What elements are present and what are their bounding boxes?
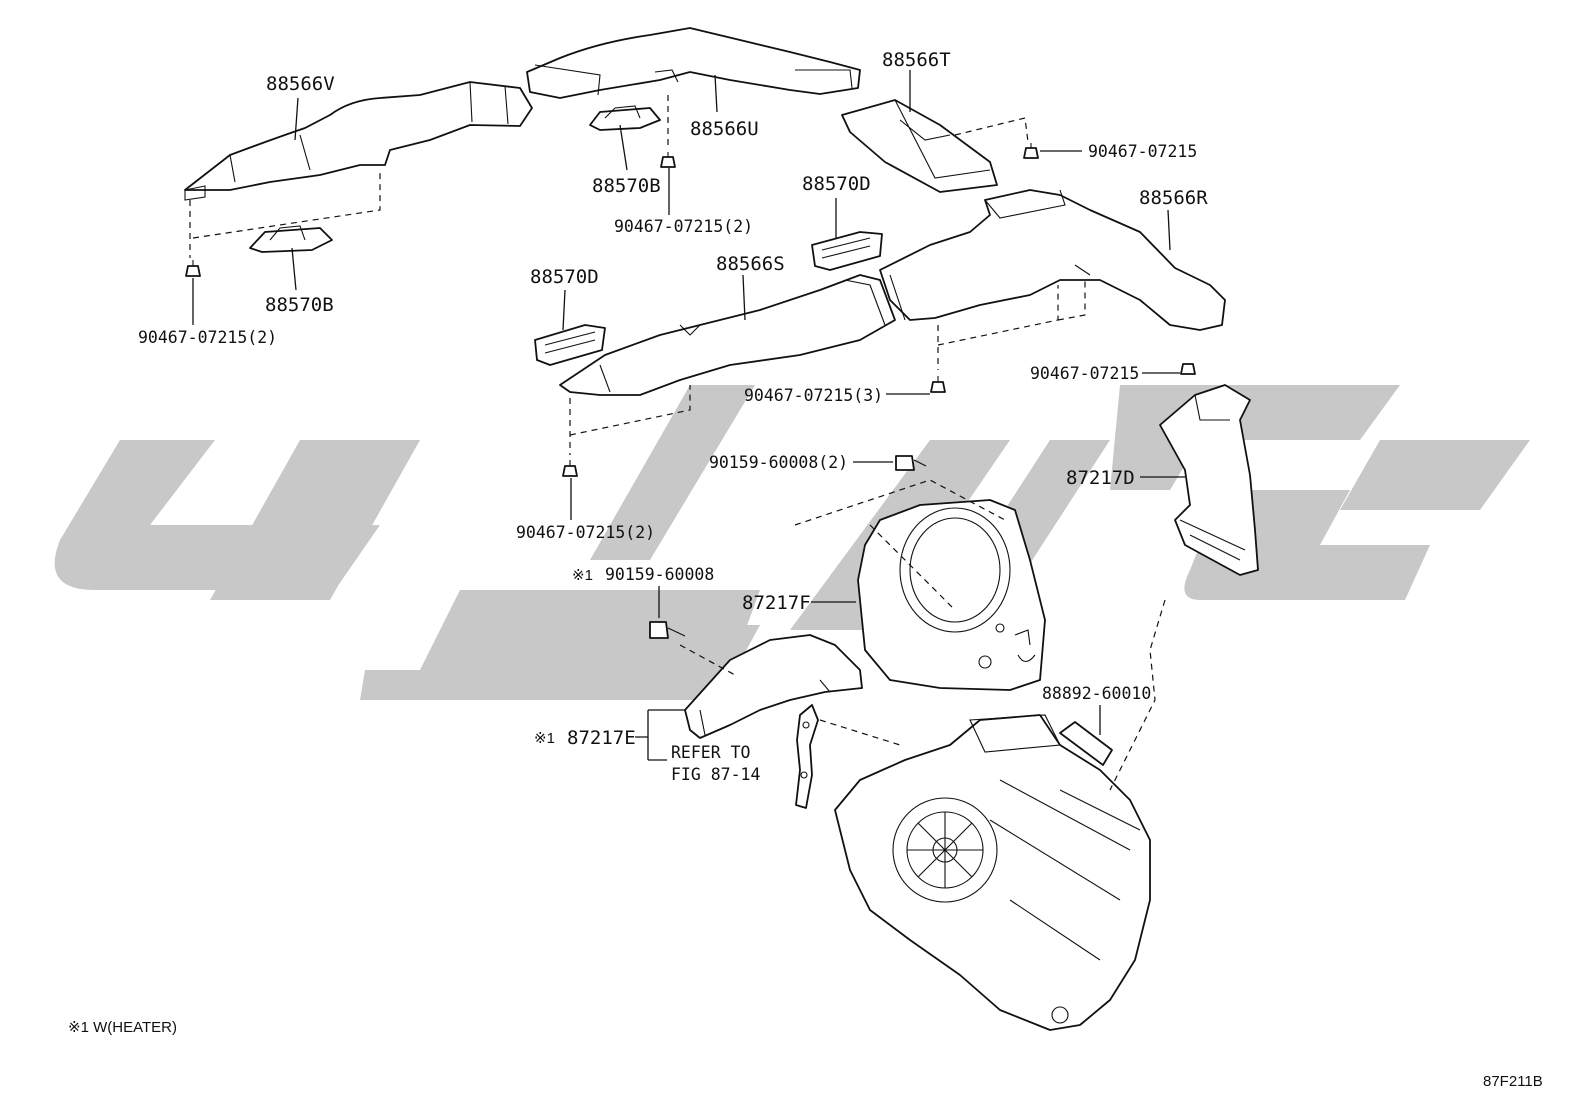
label-88566r: 88566R xyxy=(1139,187,1208,209)
clip-icon-right-top xyxy=(1023,143,1039,159)
screw-icon-1 xyxy=(649,621,686,639)
duct-87217e[interactable] xyxy=(684,634,863,739)
label-88566u: 88566U xyxy=(690,118,759,140)
label-fastener-bottom: 90467-07215(2) xyxy=(516,523,655,542)
clip-icon-right-mid xyxy=(1180,363,1196,375)
screw-icon-2 xyxy=(895,455,927,471)
refer-line-1: REFER TO xyxy=(671,743,750,762)
heater-unit-assembly[interactable] xyxy=(834,714,1151,1031)
register-88570d-left[interactable] xyxy=(534,324,606,366)
part-labels: 88566V 88566U 88566T 88570B 88570B 88570… xyxy=(265,49,1208,749)
label-fastener-center: 90467-07215(3) xyxy=(744,386,883,405)
duct-88566v[interactable] xyxy=(184,81,533,201)
label-88566t: 88566T xyxy=(882,49,951,71)
assembly-lines xyxy=(189,90,1166,791)
clip-icon-mid-top xyxy=(660,152,676,168)
label-fastener-right-top: 90467-07215 xyxy=(1088,142,1197,161)
label-screw-1: 90159-60008 xyxy=(605,565,714,584)
label-87217d: 87217D xyxy=(1066,467,1135,489)
register-88570d-mid[interactable] xyxy=(811,231,883,271)
label-88566v: 88566V xyxy=(266,73,335,95)
label-88566s: 88566S xyxy=(716,253,785,275)
duct-88566r[interactable] xyxy=(879,189,1226,331)
cover-87217f[interactable] xyxy=(857,499,1046,691)
bracket[interactable] xyxy=(795,704,819,809)
part-88892[interactable] xyxy=(1059,721,1113,766)
duct-88566s[interactable] xyxy=(559,274,896,396)
leader-lines xyxy=(192,70,1185,761)
label-screw-2: 90159-60008(2) xyxy=(709,453,848,472)
refer-line-2: FIG 87-14 xyxy=(671,765,760,784)
label-88570d-left: 88570D xyxy=(530,266,599,288)
label-88570b-top: 88570B xyxy=(592,175,661,197)
clip-icon-left xyxy=(185,260,201,277)
label-87217f: 87217F xyxy=(742,592,811,614)
label-88892: 88892-60010 xyxy=(1042,684,1151,703)
label-fastener-right-mid: 90467-07215 xyxy=(1030,364,1139,383)
label-mark-screw: ※1 xyxy=(572,567,593,584)
clip-88570b-top[interactable] xyxy=(589,105,661,131)
clip-icon-center xyxy=(930,376,946,393)
label-fastener-mid-top: 90467-07215(2) xyxy=(614,217,753,236)
notes: REFER TO FIG 87-14 ※1 W(HEATER) 87F211B xyxy=(68,743,1543,1090)
clip-88570b-left[interactable] xyxy=(249,225,333,253)
duct-87217d[interactable] xyxy=(1159,384,1259,576)
label-88570d-mid: 88570D xyxy=(802,173,871,195)
duct-88566u[interactable] xyxy=(526,27,861,99)
label-mark-87217e: ※1 xyxy=(534,730,555,747)
label-fastener-left: 90467-07215(2) xyxy=(138,328,277,347)
label-87217e: 87217E xyxy=(567,727,636,749)
footnote: ※1 W(HEATER) xyxy=(68,1019,177,1036)
figure-code: 87F211B xyxy=(1483,1073,1543,1090)
fastener-labels: 90467-07215 90467-07215(2) 90467-07215(2… xyxy=(138,142,1197,584)
label-88570b-left: 88570B xyxy=(265,294,334,316)
clip-icon-bottom xyxy=(562,460,578,477)
